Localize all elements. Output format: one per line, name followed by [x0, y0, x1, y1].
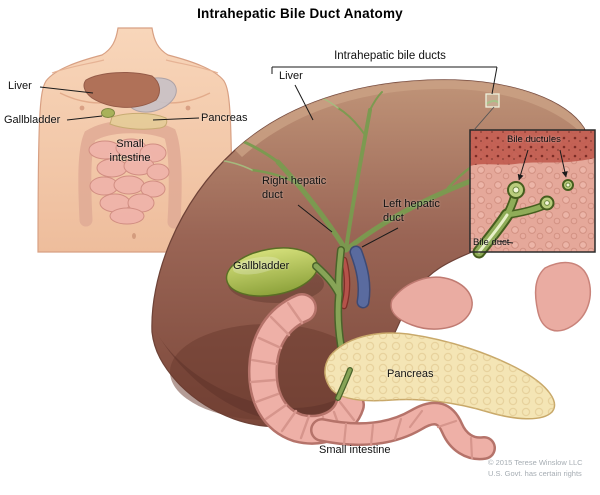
portal-vein — [349, 245, 371, 309]
bile-ductule-a — [507, 181, 525, 199]
magnifier-square — [473, 93, 500, 131]
bracket-intrahepatic-ducts — [271, 66, 498, 95]
label-bile-ductules: Bile ductules — [507, 134, 561, 145]
bile-ductule-c — [562, 179, 574, 191]
leader-torso-liver — [39, 86, 94, 94]
copyright-credit: © 2015 Terese Winslow LLC U.S. Govt. has… — [488, 458, 583, 479]
torso-figure — [37, 27, 233, 253]
label-gallbladder-main: Gallbladder — [233, 260, 290, 272]
leader-main-liver — [294, 84, 314, 121]
bile-duct-leader — [497, 240, 514, 244]
torso-organs — [78, 72, 182, 229]
torso-gallbladder — [101, 108, 115, 118]
label-left-hepatic-duct: Left hepatic duct — [383, 198, 440, 224]
label-small-intestine-torso: Small intestine — [109, 138, 151, 164]
inset-arrows — [517, 149, 568, 181]
pancreas-shape — [324, 332, 556, 420]
label-gallbladder-torso: Gallbladder — [4, 114, 61, 126]
micro-inset — [469, 129, 596, 259]
colon-flexure-blob — [534, 261, 592, 332]
label-right-hepatic-duct: Right hepatic duct — [262, 175, 327, 201]
torso-small-intestine — [88, 138, 170, 225]
jejunum-tube — [310, 401, 496, 461]
leader-left-hepatic-duct — [361, 227, 399, 248]
inset-border — [469, 129, 596, 253]
label-intrahepatic-bile-ducts: Intrahepatic bile ducts — [334, 50, 446, 62]
credit-line2: U.S. Govt. has certain rights — [488, 468, 582, 478]
label-liver-torso: Liver — [8, 80, 32, 92]
bile-duct-into-pancreas — [335, 367, 353, 401]
label-pancreas-torso: Pancreas — [201, 112, 248, 124]
label-liver-main: Liver — [279, 70, 303, 82]
leader-torso-gallbladder — [66, 115, 103, 121]
torso-pancreas — [109, 112, 168, 130]
credit-line1: © 2015 Terese Winslow LLC — [488, 458, 583, 467]
label-pancreas-main: Pancreas — [387, 368, 434, 380]
hepatic-artery — [340, 256, 351, 310]
leader-torso-pancreas — [152, 117, 200, 121]
page-title: Intrahepatic Bile Duct Anatomy — [197, 6, 403, 21]
leader-right-hepatic-duct — [297, 204, 333, 233]
label-bile-duct: Bile duct — [473, 237, 510, 248]
leader-lines — [39, 66, 498, 248]
torso-liver — [83, 72, 160, 108]
bile-ductule-b — [539, 195, 555, 211]
duodenum-upper-blob — [390, 276, 473, 330]
label-small-intestine-main: Small intestine — [319, 444, 391, 456]
